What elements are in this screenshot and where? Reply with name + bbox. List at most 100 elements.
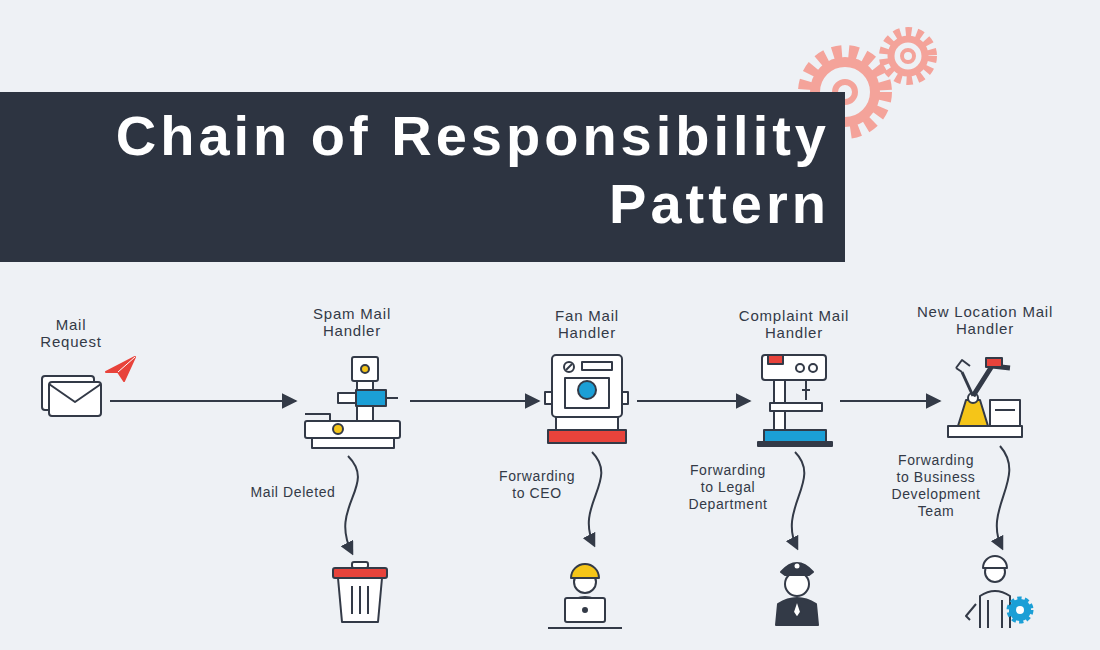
icon-stroke	[548, 430, 626, 443]
chain-arrow	[840, 400, 940, 402]
trash-can-icon	[333, 562, 387, 622]
icon-stroke	[565, 598, 605, 622]
icon-stroke	[622, 392, 628, 404]
handler-node: Fan Mail Handler	[545, 307, 629, 447]
icon-stroke	[980, 591, 1010, 628]
icons	[42, 355, 1031, 628]
icon-stroke	[578, 381, 596, 399]
icon-stroke	[983, 556, 1007, 568]
icon-stroke	[338, 393, 356, 403]
ceo-person-icon	[548, 564, 622, 628]
chain-arrow	[110, 400, 296, 402]
icon-stroke	[776, 598, 818, 625]
icon-stroke	[997, 446, 1010, 548]
icon-stroke	[762, 355, 826, 380]
handler-label: New Location Mail Handler	[905, 303, 1065, 337]
icon-stroke	[990, 400, 1020, 426]
icon-stroke	[333, 568, 387, 578]
icon-stroke	[305, 414, 330, 421]
icon-stroke	[106, 357, 135, 381]
icon-stroke	[552, 355, 622, 417]
icon-stroke	[809, 364, 817, 372]
handler-label: Spam Mail Handler	[297, 305, 407, 339]
icon-stroke	[356, 390, 386, 406]
icon-stroke	[118, 357, 135, 372]
icon-stroke	[545, 392, 552, 404]
handler-node: Mail Request	[36, 316, 106, 447]
icon-area	[545, 355, 629, 447]
icon-stroke	[305, 421, 400, 438]
forwarding-label: Forwarding to Legal Department	[688, 462, 767, 513]
drill-press-icon	[758, 355, 832, 446]
icon-stroke	[333, 424, 343, 434]
icon-area	[946, 355, 1024, 447]
robot-arm-icon	[948, 358, 1022, 437]
icon-stroke	[884, 32, 932, 80]
icon-stroke	[352, 357, 378, 381]
icon-stroke	[564, 362, 574, 372]
icon-stroke	[973, 366, 1010, 396]
handler-label: Fan Mail Handler	[547, 307, 627, 341]
press-machine-icon	[545, 355, 628, 443]
icon-stroke	[49, 384, 101, 402]
icon-stroke	[796, 364, 804, 372]
icon-stroke	[566, 364, 572, 370]
icon-stroke	[966, 604, 976, 620]
icon-stroke	[764, 430, 826, 442]
icon-stroke	[795, 564, 800, 569]
icon-stroke	[995, 409, 1015, 411]
icon-stroke	[338, 578, 382, 622]
icon-area	[756, 355, 832, 447]
forwarding-label: Mail Deleted	[250, 484, 335, 501]
icon-stroke	[948, 426, 1022, 437]
icon-stroke	[1009, 599, 1031, 621]
worker-gear-icon	[966, 556, 1031, 628]
handler-node: Complaint Mail Handler	[727, 307, 862, 447]
icon-stroke	[565, 378, 609, 408]
milling-machine-icon	[305, 357, 400, 448]
forwarding-label: Forwarding to CEO	[494, 468, 580, 502]
icon-stroke	[556, 417, 618, 430]
icon-stroke	[962, 372, 973, 396]
icon-stroke	[361, 365, 369, 373]
icon-stroke	[571, 564, 599, 578]
icon-stroke	[988, 600, 1002, 628]
title: Chain of Responsibility Pattern	[60, 102, 830, 238]
icon-stroke	[589, 452, 602, 545]
envelope-icon	[42, 357, 135, 416]
icon-stroke	[781, 563, 813, 575]
icon-stroke	[345, 456, 358, 553]
icon-stroke	[802, 380, 810, 400]
icon-area	[40, 355, 102, 447]
handler-node: Spam Mail Handler	[297, 305, 407, 447]
icon-stroke	[902, 50, 914, 62]
icon-stroke	[891, 39, 925, 73]
icon-stroke	[582, 362, 612, 370]
police-person-icon	[776, 563, 818, 625]
icon-stroke	[1016, 606, 1024, 614]
icon-stroke	[758, 442, 832, 446]
forwarding-label: Forwarding to Business Development Team	[891, 452, 980, 520]
chain-arrow	[410, 400, 539, 402]
icon-stroke	[352, 586, 368, 614]
icon-stroke	[548, 627, 622, 629]
icon-stroke	[768, 355, 783, 364]
handler-node: New Location Mail Handler	[905, 303, 1065, 447]
icon-stroke	[49, 382, 101, 416]
icon-stroke	[312, 438, 394, 448]
forward-arrows	[345, 446, 1009, 553]
icon-stroke	[986, 358, 1002, 367]
icon-stroke	[770, 403, 822, 411]
handler-label: Mail Request	[36, 316, 106, 350]
icon-stroke	[583, 608, 587, 612]
handler-label: Complaint Mail Handler	[727, 307, 862, 341]
title-band	[0, 92, 845, 262]
icon-stroke	[792, 452, 805, 548]
icon-stroke	[956, 360, 970, 372]
icon-area	[302, 355, 402, 447]
chain-arrow	[637, 400, 750, 402]
icon-stroke	[386, 397, 398, 399]
